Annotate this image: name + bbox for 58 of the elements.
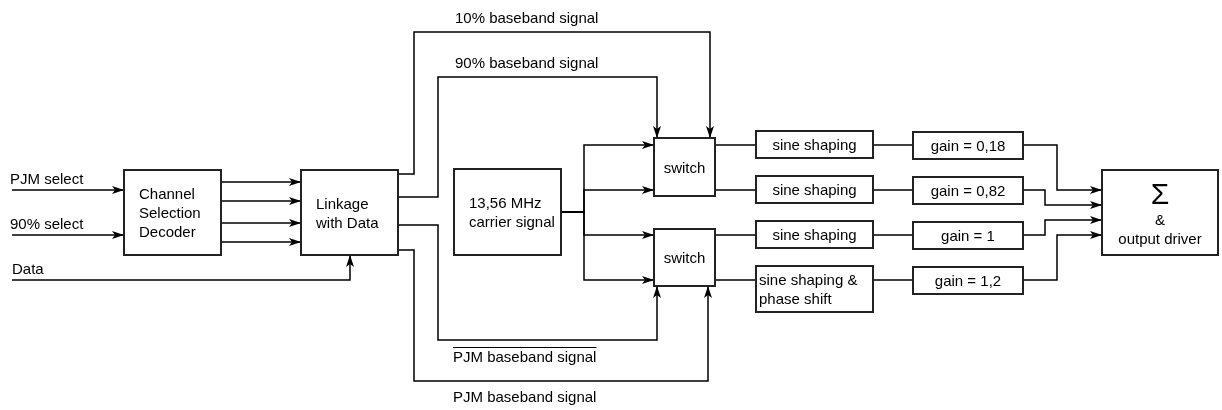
block-label: sine shaping: [772, 135, 857, 154]
block-label: sine shaping: [772, 225, 857, 244]
block-label: Σ: [1150, 177, 1170, 210]
connector: [873, 189, 913, 191]
edge-label: PJM baseband signal: [453, 388, 597, 406]
block-label: Linkage with Data: [316, 193, 380, 232]
connector: [873, 279, 913, 281]
block-box: [912, 131, 1024, 160]
block-box: [755, 175, 874, 204]
block-box: [453, 168, 562, 256]
block-box: [653, 137, 716, 197]
block-label: gain = 1: [941, 226, 995, 245]
block-box: [1101, 169, 1219, 256]
connector: [1023, 144, 1102, 194]
connector: [561, 211, 654, 284]
connector: [11, 255, 354, 281]
edge-label: PJM baseband signal: [453, 348, 597, 366]
block-box: [755, 130, 874, 159]
block-box: [755, 220, 874, 249]
block-label: switch: [663, 157, 706, 177]
connector: [873, 234, 913, 236]
block-label: Channel Selection Decoder: [139, 184, 202, 241]
block-box: [653, 228, 716, 287]
connector: [11, 231, 124, 239]
block-box: [755, 265, 874, 313]
block-box: [912, 266, 1024, 295]
block-label: gain = 1,2: [934, 271, 1002, 290]
block-box: [912, 176, 1024, 205]
connector: [398, 249, 712, 382]
connector: [1023, 216, 1102, 236]
block-label: switch: [663, 248, 706, 267]
connector: [1023, 189, 1102, 209]
connector: [398, 31, 714, 175]
block-label: gain = 0,18: [930, 136, 1006, 155]
connector: [715, 279, 756, 281]
block-box: [912, 221, 1024, 250]
connector: [1023, 231, 1102, 281]
connector: [873, 144, 913, 146]
edge-label: 90% baseband signal: [455, 54, 599, 72]
block-box: [300, 169, 399, 256]
block-label: sine shaping: [772, 180, 857, 199]
block-label: output driver: [1118, 228, 1202, 248]
connector: [715, 234, 756, 236]
connector: [398, 76, 661, 198]
connector: [221, 178, 301, 186]
block-box: [123, 169, 222, 256]
block-label: gain = 0,82: [930, 181, 1006, 200]
connector: [221, 238, 301, 246]
edge-label: 10% baseband signal: [455, 9, 599, 27]
block-label: 13,56 MHz carrier signal: [469, 193, 555, 231]
block-label: sine shaping & phase shift: [759, 270, 859, 308]
connector: [11, 186, 124, 194]
connector: [715, 189, 756, 191]
block-label: &: [1155, 209, 1165, 229]
connector: [221, 219, 301, 227]
connector: [715, 144, 756, 146]
connector: [398, 224, 661, 341]
connector: [221, 197, 301, 205]
